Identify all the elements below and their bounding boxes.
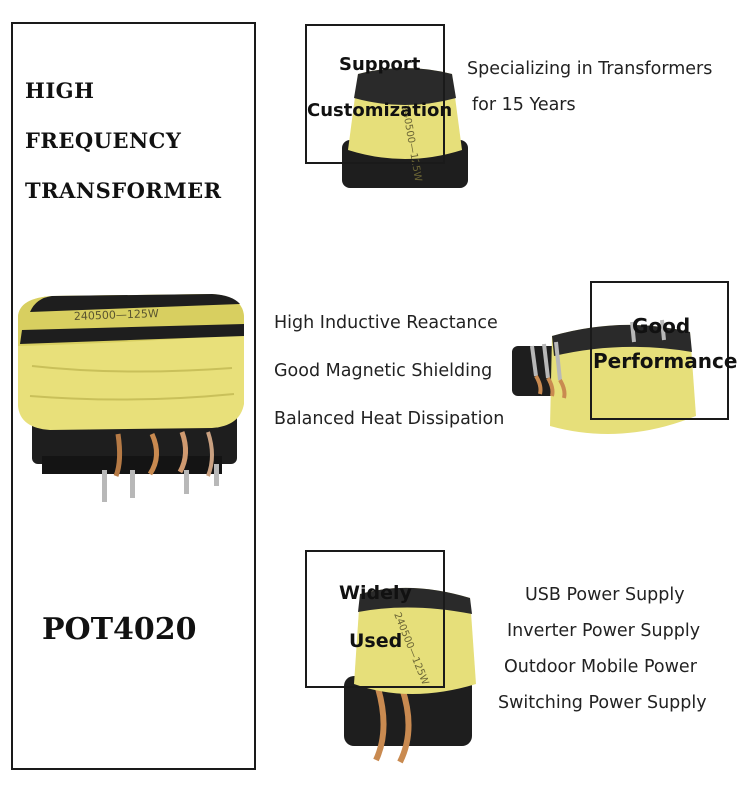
feature-line-3: Balanced Heat Dissipation bbox=[274, 409, 505, 429]
main-product-marking: 240500—125W bbox=[74, 307, 159, 323]
transformer-image-3: 240500—125W bbox=[330, 580, 490, 780]
application-line-1: USB Power Supply bbox=[525, 585, 685, 605]
application-line-4: Switching Power Supply bbox=[498, 693, 707, 713]
application-line-2: Inverter Power Supply bbox=[507, 621, 701, 641]
transformer-image-1: 240500—125W bbox=[330, 60, 480, 210]
callout-performance: Performance bbox=[593, 349, 738, 373]
support-customization-box bbox=[305, 24, 445, 164]
transformer-image-main: 240500—125W bbox=[12, 286, 252, 506]
callout-support: Support bbox=[339, 54, 421, 75]
callout-good: Good bbox=[632, 314, 691, 338]
model-number: POT4020 bbox=[42, 612, 197, 647]
callout-used: Used bbox=[349, 630, 403, 652]
specializing-text-line-1: Specializing in Transformers bbox=[467, 59, 713, 79]
callout-widely: Widely bbox=[339, 582, 412, 604]
callout-customization: Customization bbox=[307, 100, 453, 121]
widely-used-box bbox=[305, 550, 445, 688]
application-line-3: Outdoor Mobile Power bbox=[504, 657, 697, 677]
title-line-1: HIGH bbox=[25, 78, 95, 103]
transformer-image-2 bbox=[512, 316, 712, 456]
feature-line-2: Good Magnetic Shielding bbox=[274, 361, 493, 381]
left-panel-frame bbox=[11, 22, 256, 770]
specializing-text-line-2: for 15 Years bbox=[472, 95, 576, 115]
title-line-2: FREQUENCY bbox=[25, 128, 182, 153]
good-performance-box bbox=[590, 281, 729, 420]
feature-line-1: High Inductive Reactance bbox=[274, 313, 498, 333]
title-line-3: TRANSFORMER bbox=[25, 178, 222, 203]
